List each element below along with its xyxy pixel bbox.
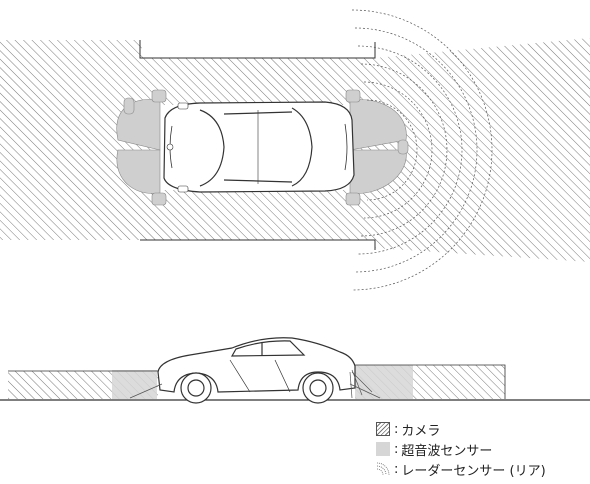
camera-hatch-icon [376,422,390,436]
legend-separator: : [394,461,399,477]
legend-label-camera: カメラ [401,423,441,439]
legend-separator: : [394,421,399,437]
ultrasonic-zone-side-rear [355,365,413,399]
ultrasonic-zone-side-front [112,370,157,399]
top-view [0,9,590,291]
legend-label-ultrasonic: 超音波センサー [401,443,493,459]
legend-separator: : [394,441,399,457]
radar-arcs-icon [376,462,390,476]
legend-item-radar: : レーダーセンサー (リア) [376,459,586,479]
legend: : カメラ : 超音波センサー : レーダーセンサー (リア) [376,419,586,479]
side-view [0,337,590,404]
legend-item-camera: : カメラ [376,419,586,439]
camera-zone-rear [140,190,375,240]
camera-zone-right [360,38,590,262]
legend-item-ultrasonic: : 超音波センサー [376,439,586,459]
ultrasonic-zones-top [116,89,409,206]
car-top-view [163,101,355,193]
camera-zone-front [140,58,375,105]
camera-zone-left [0,40,153,240]
legend-label-radar: レーダーセンサー (リア) [401,463,546,479]
radar-arcs-top [351,9,493,291]
ultrasonic-swatch-icon [376,442,390,456]
car-side-view [157,337,356,404]
radar-arcs-side [129,369,381,399]
